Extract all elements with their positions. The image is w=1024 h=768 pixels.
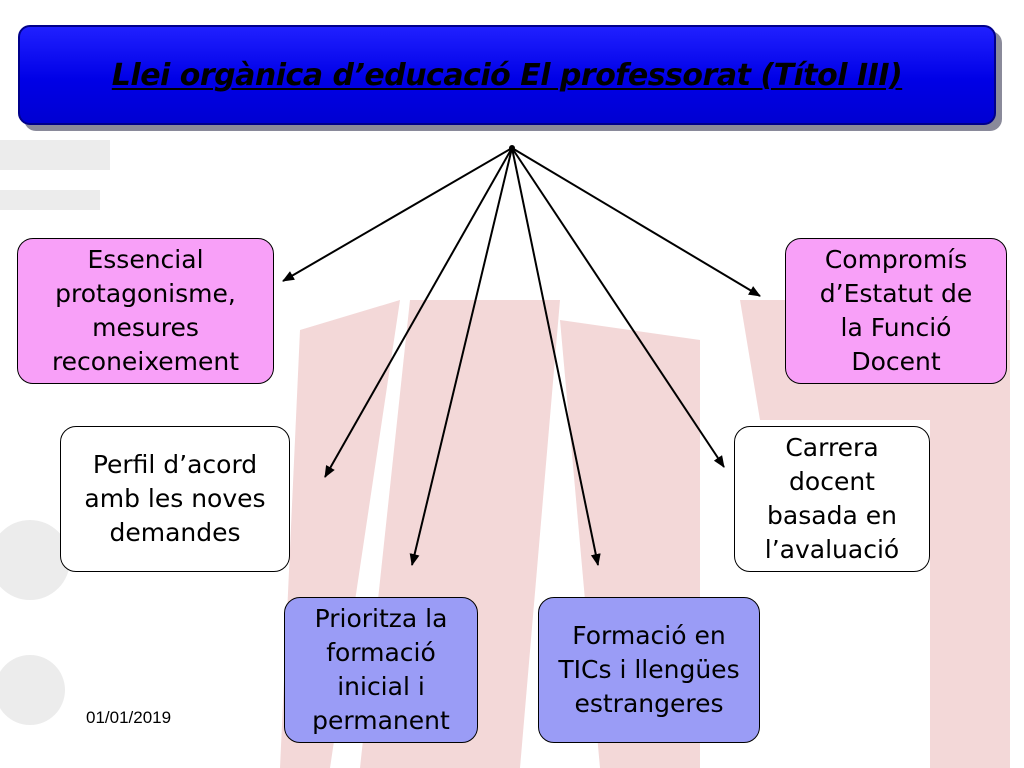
node-carrera-docent: Carrera docent basada en l’avaluació xyxy=(734,426,930,572)
footer-date: 01/01/2019 xyxy=(86,708,172,727)
node-compromis-label: Compromís d’Estatut de la Funció Docent xyxy=(819,245,973,376)
node-essencial-protagonisme: Essencial protagonisme, mesures reconeix… xyxy=(17,238,274,384)
node-essencial-label: Essencial protagonisme, mesures reconeix… xyxy=(51,245,240,376)
title-banner: Llei orgànica d’educació El professorat … xyxy=(18,25,996,125)
arrow-to-prioritza xyxy=(409,147,513,566)
node-formacio-label: Formació en TICs i llengües estrangeres xyxy=(558,621,740,718)
page-title: Llei orgànica d’educació El professorat … xyxy=(111,57,903,93)
node-perfil: Perfil d’acord amb les noves demandes xyxy=(60,426,290,572)
arrow-to-compromis xyxy=(511,147,761,297)
node-prioritza-formacio: Prioritza la formació inicial i permanen… xyxy=(284,597,478,743)
arrow-to-formacio xyxy=(511,147,601,566)
node-perfil-label: Perfil d’acord amb les noves demandes xyxy=(84,450,266,547)
node-formacio-tics: Formació en TICs i llengües estrangeres xyxy=(538,597,760,743)
arrow-to-carrera xyxy=(511,147,725,468)
arrow-origin xyxy=(509,145,515,151)
node-prioritza-label: Prioritza la formació inicial i permanen… xyxy=(312,604,450,735)
node-carrera-label: Carrera docent basada en l’avaluació xyxy=(764,433,900,564)
arrow-to-perfil xyxy=(324,147,513,478)
arrow-to-essencial xyxy=(282,147,513,282)
node-compromis-estatut: Compromís d’Estatut de la Funció Docent xyxy=(785,238,1007,384)
